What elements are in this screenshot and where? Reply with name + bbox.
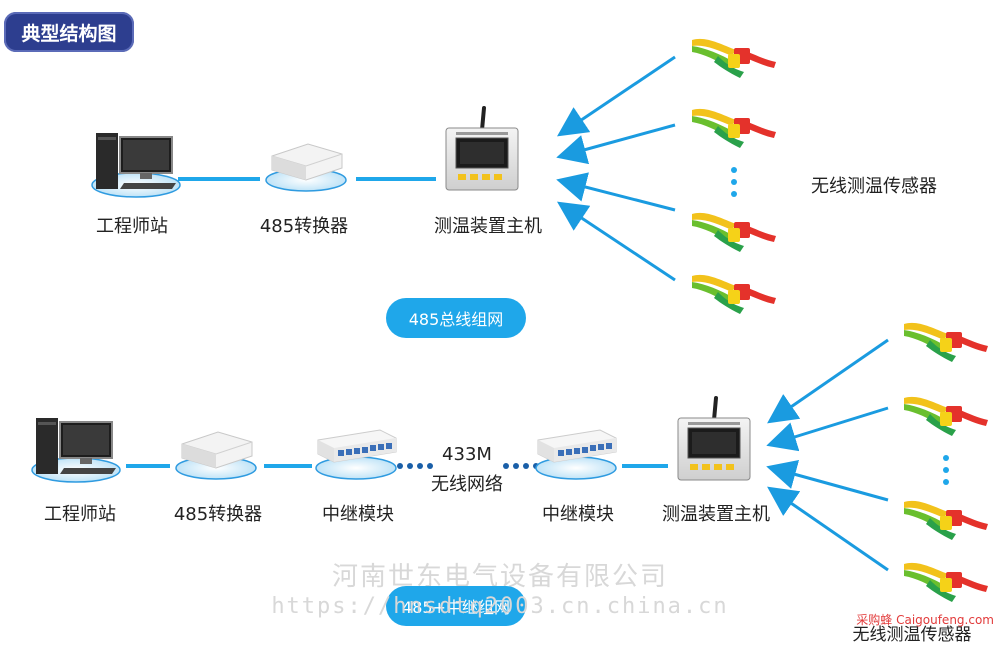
host-label: 测温装置主机 xyxy=(434,216,542,237)
converter-icon xyxy=(175,431,257,480)
section2-topology xyxy=(31,322,988,602)
network-type-badge: 485+中继组网 xyxy=(386,586,526,626)
host-device-icon xyxy=(676,396,752,482)
wireless-arrows xyxy=(766,338,889,572)
section1-topology xyxy=(91,38,776,314)
url-watermark: https://hnsdtq2003.cn.china.cn xyxy=(271,594,729,619)
sensor-icon xyxy=(692,38,776,78)
sensor-icon xyxy=(904,322,988,362)
workstation-icon xyxy=(91,132,181,198)
converter-label: 485转换器 xyxy=(173,504,263,525)
wireless-network-label: 无线网络 xyxy=(431,474,503,495)
workstation-icon xyxy=(31,417,121,483)
host-label: 测温装置主机 xyxy=(662,504,770,525)
relay-switch-icon xyxy=(535,429,617,480)
sensor-icon xyxy=(692,108,776,148)
sensor-icon xyxy=(692,212,776,252)
diagram-title-badge: 典型结构图 xyxy=(4,12,134,52)
workstation-label: 工程师站 xyxy=(44,504,116,525)
workstation-label: 工程师站 xyxy=(96,216,168,237)
network-type-badge: 485总线组网 xyxy=(386,298,526,338)
ellipsis-dots xyxy=(943,455,949,485)
sensor-icon xyxy=(692,274,776,314)
sensors-label: 无线测温传感器 xyxy=(811,176,937,197)
relay-module-label: 中继模块 xyxy=(322,504,394,525)
relay-switch-icon xyxy=(315,429,397,480)
relay-module-label: 中继模块 xyxy=(542,504,614,525)
sensors-label: 无线测温传感器 xyxy=(852,625,972,645)
host-device-icon xyxy=(444,106,520,192)
sensor-icon xyxy=(904,500,988,540)
source-watermark: 采购蜂 Caigoufeng.com xyxy=(856,613,994,627)
ellipsis-dots xyxy=(731,167,737,197)
wireless-frequency-label: 433M xyxy=(442,444,492,465)
converter-icon xyxy=(265,143,347,192)
sensor-icon xyxy=(904,396,988,436)
wireless-dots-right xyxy=(503,463,539,469)
wireless-arrows xyxy=(556,55,676,282)
converter-label: 485转换器 xyxy=(259,216,349,237)
wireless-dots-left xyxy=(397,463,433,469)
